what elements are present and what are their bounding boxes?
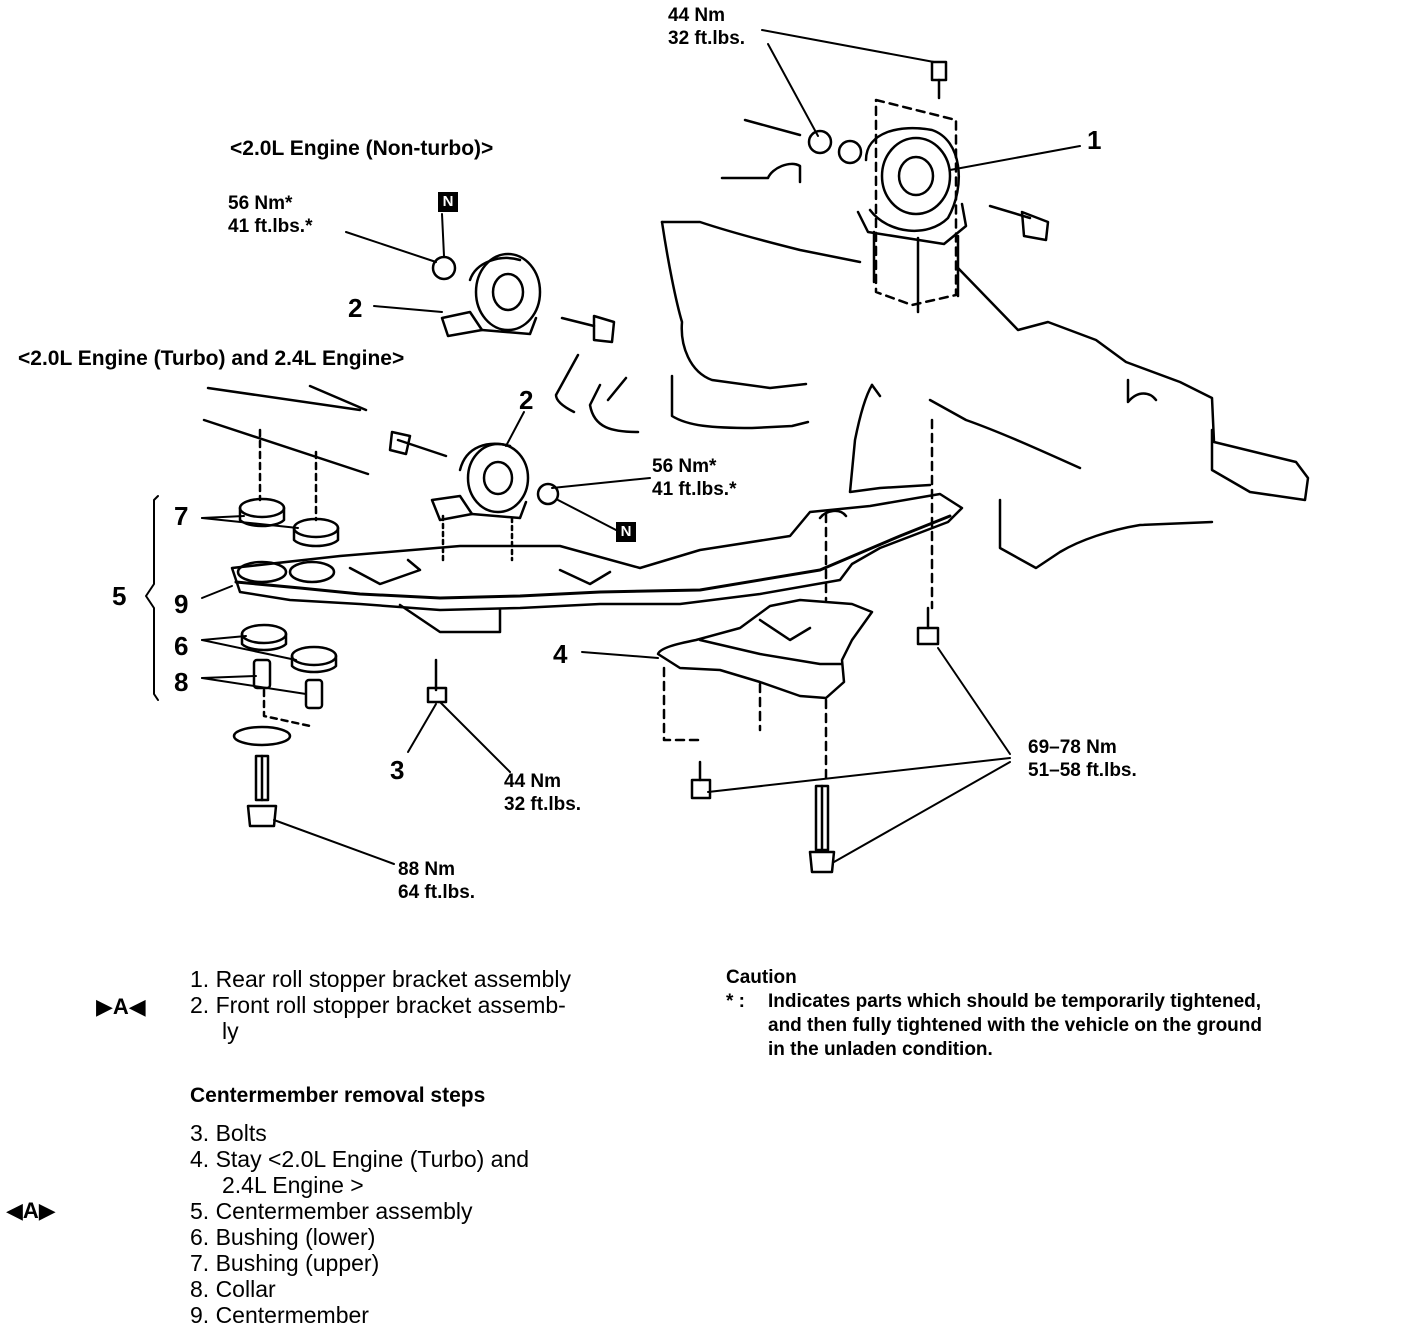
engine-label-nonturbo: <2.0L Engine (Non-turbo)> bbox=[230, 137, 494, 160]
torque-nm: 56 Nm* bbox=[228, 193, 293, 214]
service-point-marker-a: ◀A▶ bbox=[6, 1198, 56, 1223]
callout-9: 9 bbox=[174, 589, 189, 619]
callout-5: 5 bbox=[112, 581, 127, 611]
list-item: 7. Bushing (upper) bbox=[190, 1250, 380, 1276]
torque-ft: 64 ft.lbs. bbox=[398, 882, 476, 903]
list-item: 1. Rear roll stopper bracket assembly bbox=[190, 966, 571, 992]
torque-nm: 56 Nm* bbox=[652, 456, 717, 477]
torque-spec-1: 44 Nm 32 ft.lbs. bbox=[668, 4, 745, 50]
callout-6: 6 bbox=[174, 631, 189, 661]
rear-roll-stopper-bracket bbox=[807, 60, 1050, 314]
list-item: 2. Front roll stopper bracket assemb- bbox=[190, 992, 566, 1018]
torque-ft: 41 ft.lbs.* bbox=[228, 216, 313, 237]
callout-8: 8 bbox=[174, 667, 189, 697]
torque-nm: 88 Nm bbox=[398, 859, 456, 880]
list-item: 8. Collar bbox=[190, 1276, 276, 1302]
stay bbox=[656, 418, 934, 782]
front-roll-stopper-turbo bbox=[388, 430, 560, 562]
torque-ft: 51–58 ft.lbs. bbox=[1028, 760, 1137, 781]
torque-spec-2: 56 Nm* 41 ft.lbs.* bbox=[228, 192, 312, 238]
caution-title: Caution bbox=[726, 967, 797, 988]
torque-ft: 32 ft.lbs. bbox=[504, 794, 582, 815]
centermember-hardware bbox=[202, 384, 940, 874]
new-part-marker: N bbox=[616, 522, 636, 542]
vehicle-body-outline bbox=[660, 118, 1310, 570]
list-item: 6. Bushing (lower) bbox=[190, 1224, 376, 1250]
engine-label-turbo: <2.0L Engine (Turbo) and 2.4L Engine> bbox=[18, 347, 405, 370]
torque-ft: 41 ft.lbs.* bbox=[652, 479, 737, 500]
callout-2-nonturbo: 2 bbox=[348, 293, 363, 323]
callout-2-turbo: 2 bbox=[519, 385, 534, 415]
centermember bbox=[230, 492, 964, 634]
removal-steps-list: 3. Bolts 4. Stay <2.0L Engine (Turbo) an… bbox=[190, 1120, 529, 1328]
torque-nm: 44 Nm bbox=[504, 771, 562, 792]
list-item: ly bbox=[222, 1018, 239, 1044]
list-item: 2.4L Engine > bbox=[222, 1172, 364, 1198]
torque-spec-6: 88 Nm 64 ft.lbs. bbox=[398, 858, 475, 904]
caution-symbol: * : bbox=[726, 991, 745, 1012]
torque-ft: 32 ft.lbs. bbox=[668, 28, 746, 49]
removal-steps-heading: Centermember removal steps bbox=[190, 1084, 486, 1107]
torque-spec-3: 56 Nm* 41 ft.lbs.* bbox=[652, 455, 736, 501]
torque-spec-4: 44 Nm 32 ft.lbs. bbox=[504, 770, 581, 816]
callout-4: 4 bbox=[553, 639, 568, 669]
new-part-marker: N bbox=[438, 192, 458, 212]
list-item: 5. Centermember assembly bbox=[190, 1198, 473, 1224]
service-point-marker-a: ▶A◀ bbox=[96, 994, 146, 1019]
parts-list-top: 1. Rear roll stopper bracket assembly 2.… bbox=[190, 966, 571, 1044]
assembly-brace bbox=[145, 495, 159, 701]
caution-line: in the unladen condition. bbox=[768, 1039, 993, 1060]
caution-line: Indicates parts which should be temporar… bbox=[768, 991, 1262, 1012]
leader-lines bbox=[201, 29, 1081, 865]
torque-nm: 69–78 Nm bbox=[1028, 737, 1117, 758]
list-item: 9. Centermember bbox=[190, 1302, 369, 1328]
front-roll-stopper-nonturbo bbox=[431, 252, 640, 434]
caution-text: Indicates parts which should be temporar… bbox=[768, 990, 1262, 1062]
callout-7: 7 bbox=[174, 501, 189, 531]
list-item: 3. Bolts bbox=[190, 1120, 267, 1146]
callout-1: 1 bbox=[1087, 125, 1102, 155]
caution-line: and then fully tightened with the vehicl… bbox=[768, 1015, 1262, 1036]
callout-3: 3 bbox=[390, 755, 405, 785]
torque-nm: 44 Nm bbox=[668, 5, 726, 26]
torque-spec-5: 69–78 Nm 51–58 ft.lbs. bbox=[1028, 736, 1137, 782]
exploded-diagram bbox=[145, 29, 1310, 874]
list-item: 4. Stay <2.0L Engine (Turbo) and bbox=[190, 1146, 530, 1172]
